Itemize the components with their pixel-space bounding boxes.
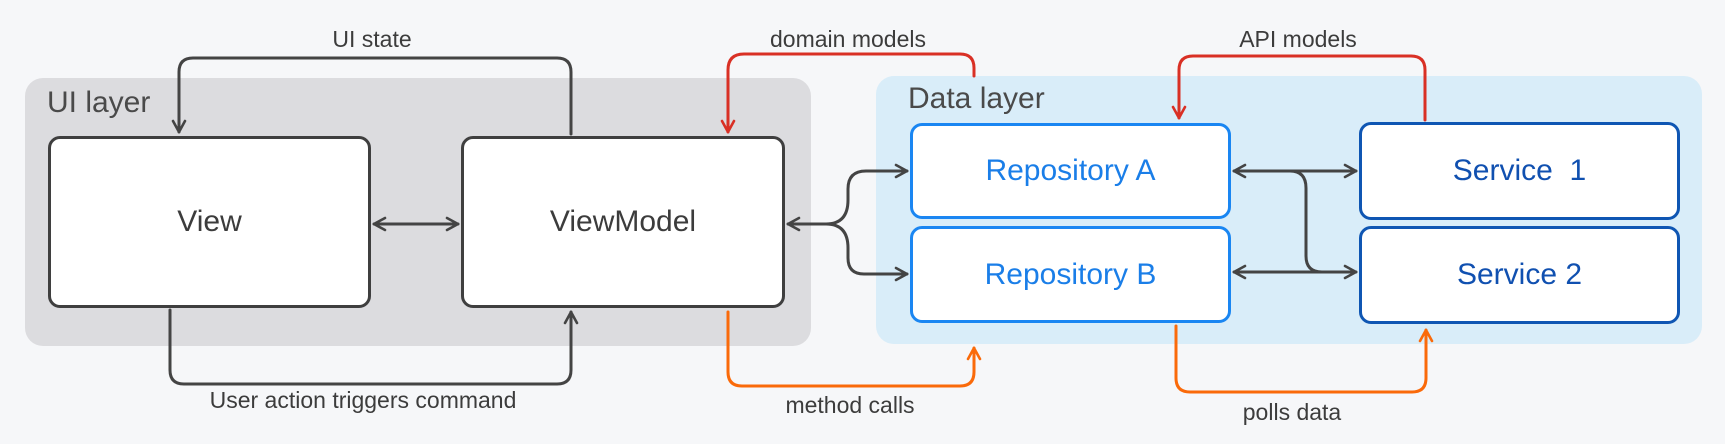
repo-a-service-2-connector bbox=[1288, 169, 1324, 274]
polls-data-label: polls data bbox=[1242, 399, 1342, 425]
repository-a-node: Repository A bbox=[910, 123, 1231, 219]
repository-b-node: Repository B bbox=[910, 226, 1231, 323]
method-calls-arrow bbox=[726, 310, 982, 388]
view-node: View bbox=[48, 136, 371, 308]
ui-state-arrow bbox=[171, 56, 573, 136]
user-action-label: User action triggers command bbox=[209, 387, 517, 413]
service-1-node: Service 1 bbox=[1359, 122, 1680, 220]
viewmodel-repo-b-arrow bbox=[824, 222, 909, 282]
polls-data-arrow bbox=[1174, 324, 1434, 394]
api-models-arrow bbox=[1171, 54, 1427, 122]
ui-state-label: UI state bbox=[332, 26, 412, 52]
service-2-node: Service 2 bbox=[1359, 226, 1680, 324]
method-calls-label: method calls bbox=[785, 392, 915, 418]
domain-models-arrow bbox=[720, 52, 976, 134]
user-action-arrow bbox=[168, 308, 579, 386]
data-layer-title: Data layer bbox=[908, 82, 1045, 115]
viewmodel-repo-a-arrow bbox=[786, 163, 909, 232]
ui-layer-title: UI layer bbox=[47, 86, 151, 119]
viewmodel-node: ViewModel bbox=[461, 136, 785, 308]
domain-models-label: domain models bbox=[770, 26, 926, 52]
api-models-label: API models bbox=[1239, 26, 1357, 52]
